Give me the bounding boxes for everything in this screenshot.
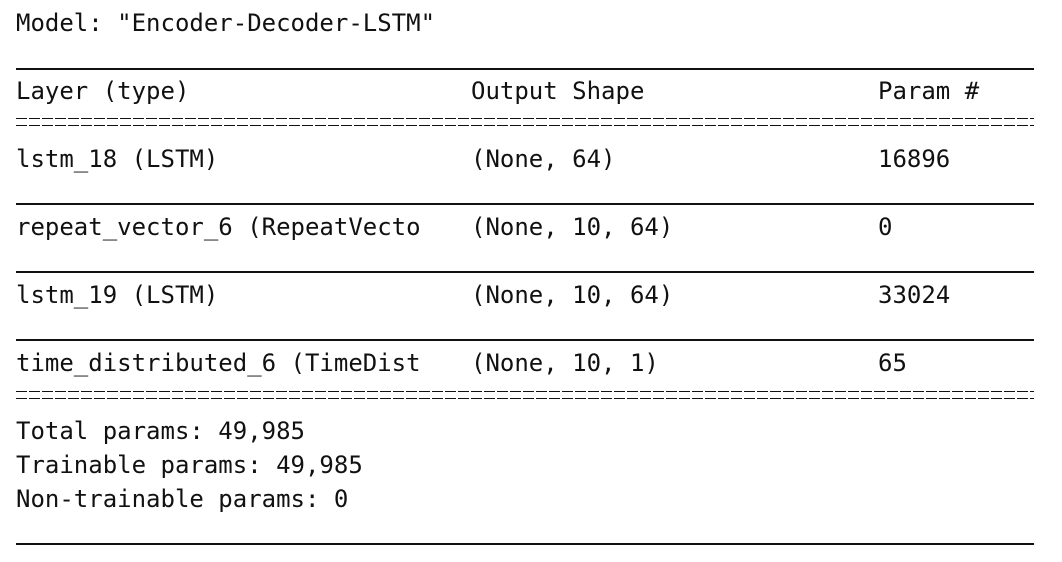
top-rule (16, 68, 1034, 70)
row-rule (16, 271, 1034, 273)
row-layer: lstm_18 (LSTM) (16, 145, 219, 173)
bottom-rule (16, 543, 1034, 545)
row-layer: time_distributed_6 (TimeDist (16, 349, 421, 377)
header-params: Param # (878, 77, 980, 105)
row-params: 16896 (878, 145, 951, 173)
row-layer: lstm_19 (LSTM) (16, 281, 219, 309)
header-output-shape: Output Shape (471, 77, 645, 105)
header-layer: Layer (type) (16, 77, 190, 105)
row-params: 33024 (878, 281, 951, 309)
row-output-shape: (None, 10, 64) (471, 281, 674, 309)
total-params: Total params: 49,985 (16, 417, 305, 445)
non-trainable-params: Non-trainable params: 0 (16, 485, 349, 513)
row-params: 65 (878, 349, 907, 377)
row-rule (16, 339, 1034, 341)
header-double-rule (16, 118, 1034, 126)
model-title: Model: "Encoder-Decoder-LSTM" (16, 9, 436, 37)
row-output-shape: (None, 10, 64) (471, 213, 674, 241)
row-output-shape: (None, 10, 1) (471, 349, 659, 377)
row-params: 0 (878, 213, 893, 241)
footer-double-rule (16, 391, 1034, 399)
trainable-params: Trainable params: 49,985 (16, 451, 363, 479)
row-rule (16, 203, 1034, 205)
row-layer: repeat_vector_6 (RepeatVecto (16, 213, 421, 241)
row-output-shape: (None, 64) (471, 145, 616, 173)
